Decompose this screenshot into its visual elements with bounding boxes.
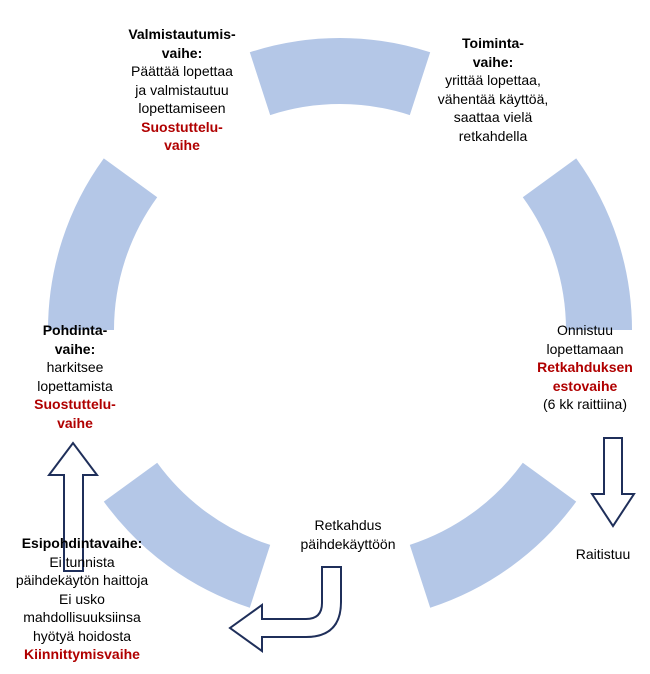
precontemplation-stage-label: Esipohdintavaihe: Ei tunnista päihdekäyt… (0, 534, 164, 664)
maintenance-description-line-1: Onnistuu (556, 322, 614, 338)
sober-text: Raitistuu (575, 546, 631, 562)
arrow-up-to-contemplation (47, 441, 99, 572)
preparation-description-line-1: Päättää lopettaa (131, 63, 233, 79)
action-description-line-4: retkahdella (458, 127, 528, 144)
contemplation-mode-line-1: Suostuttelu- (34, 396, 116, 412)
contemplation-stage-label: Pohdinta- vaihe: harkitsee lopettamista … (10, 321, 140, 432)
action-description-line-3: saattaa vielä (453, 109, 533, 125)
precontemplation-description-line-1: Ei tunnista (49, 553, 115, 570)
preparation-mode-line-2: vaihe (164, 137, 200, 153)
contemplation-title-line-1: Pohdinta- (42, 322, 108, 338)
segment-upper-left (48, 158, 158, 330)
arrow-down-sober (590, 437, 636, 528)
segment-top (249, 38, 431, 116)
action-title-line-1: Toiminta- (462, 35, 524, 51)
arrow-relapse-return (228, 566, 342, 653)
sober-label: Raitistuu (558, 545, 648, 564)
segment-lower-right (409, 462, 577, 608)
preparation-description-line-3: lopettamiseen (138, 100, 226, 116)
segment-lower-left (103, 462, 271, 608)
maintenance-mode-line-1: Retkahduksen (537, 359, 633, 375)
action-title-line-2: vaihe: (472, 53, 514, 70)
contemplation-title-line-2: vaihe: (54, 340, 96, 357)
relapse-text-line-2: päihdekäyttöön (300, 535, 396, 552)
maintenance-mode-line-2: estovaihe (552, 377, 618, 394)
precontemplation-description-line-2: päihdekäytön haittoja (15, 572, 149, 588)
precontemplation-description-line-5: hyötyä hoidosta (32, 627, 132, 644)
maintenance-duration: (6 kk raittiina) (542, 396, 628, 412)
precontemplation-title: Esipohdintavaihe: (21, 535, 143, 551)
action-stage-label: Toiminta- vaihe: yrittää lopettaa, vähen… (413, 34, 573, 145)
preparation-description-line-2: ja valmistautuu (135, 81, 229, 98)
action-description-line-1: yrittää lopettaa, (445, 72, 541, 88)
maintenance-description-line-2: lopettamaan (546, 340, 624, 357)
maintenance-stage-label: Onnistuu lopettamaan Retkahduksen estova… (520, 321, 650, 414)
segment-upper-right (522, 158, 632, 330)
action-description-line-2: vähentää käyttöä, (437, 90, 549, 107)
relapse-label: Retkahdus päihdekäyttöön (283, 516, 413, 553)
stage-ring (48, 38, 632, 608)
contemplation-description-line-1: harkitsee (46, 359, 104, 375)
contemplation-description-line-2: lopettamista (37, 377, 113, 394)
contemplation-mode-line-2: vaihe (57, 414, 93, 431)
relapse-text-line-1: Retkahdus (314, 517, 382, 533)
preparation-title-line-1: Valmistautumis- (128, 26, 236, 42)
preparation-mode-line-1: Suostuttelu- (141, 118, 223, 135)
preparation-stage-label: Valmistautumis- vaihe: Päättää lopettaa … (107, 25, 257, 155)
precontemplation-mode: Kiinnittymisvaihe (24, 646, 140, 662)
precontemplation-description-line-3: Ei usko (59, 590, 105, 607)
preparation-title-line-2: vaihe: (161, 44, 203, 61)
precontemplation-description-line-4: mahdollisuuksiinsa (23, 609, 141, 625)
